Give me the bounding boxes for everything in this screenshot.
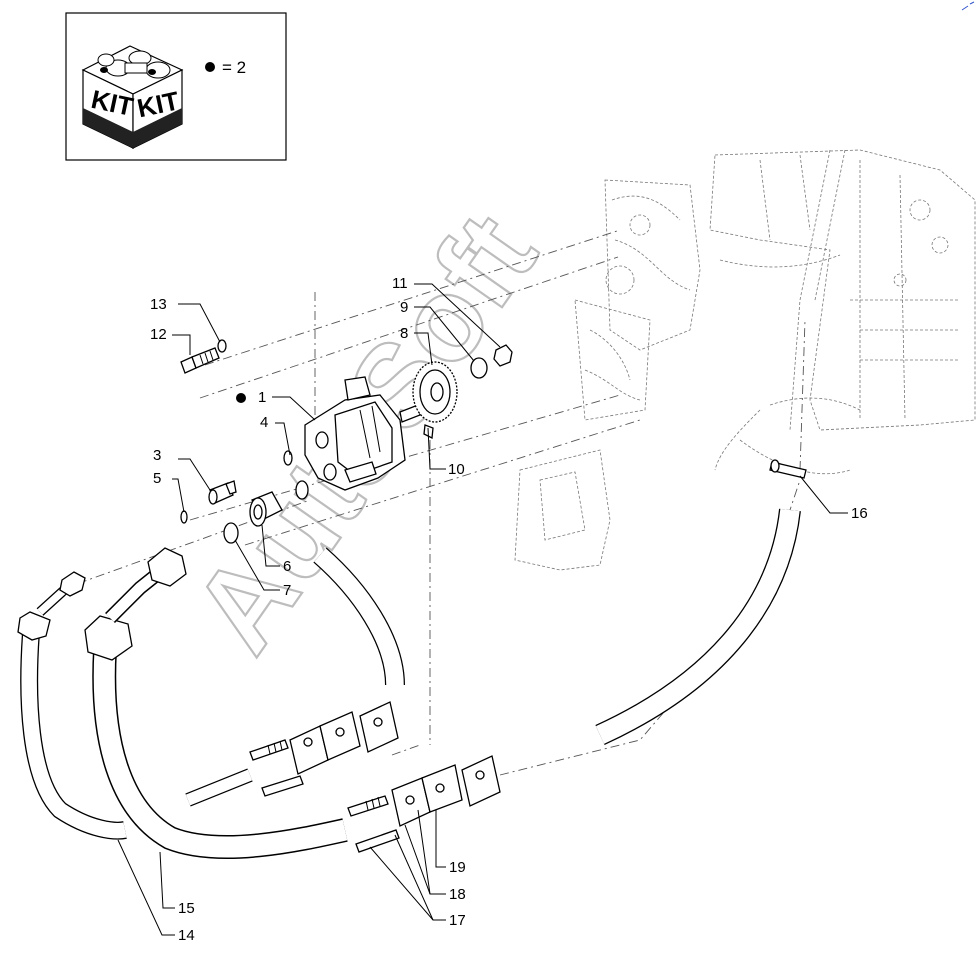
part-3-fitting <box>208 480 237 505</box>
hose-segment-lower <box>185 768 253 807</box>
callout-16: 16 <box>851 505 868 522</box>
callout-4: 4 <box>260 414 268 431</box>
callout-11: 11 <box>392 275 408 292</box>
part-4-oring <box>283 450 293 466</box>
legend-bullet-icon <box>205 62 215 72</box>
part-11-nut <box>493 344 513 367</box>
callout-18: 18 <box>449 886 466 903</box>
callout-15: 15 <box>178 900 195 917</box>
part-4-oring-b <box>295 480 309 500</box>
callout-7: 7 <box>283 582 291 599</box>
fittings-icon <box>97 50 171 79</box>
part-12-bolt <box>180 347 220 374</box>
part-6-adapter <box>249 491 283 527</box>
callout-9: 9 <box>400 299 408 316</box>
callout-19: 19 <box>449 859 466 876</box>
callout-14: 14 <box>178 927 195 944</box>
callout-5: 5 <box>153 470 161 487</box>
callout-6: 6 <box>283 558 291 575</box>
engine-housing-outline <box>514 149 976 571</box>
corner-mark <box>961 1 975 11</box>
part-15-hose <box>84 547 348 859</box>
callout-13: 13 <box>150 296 167 313</box>
clamp-group-upper <box>249 701 399 797</box>
callout-12: 12 <box>150 326 167 343</box>
part-7-oring <box>223 522 239 544</box>
callout-3: 3 <box>153 447 161 464</box>
callout-10: 10 <box>448 461 465 478</box>
part-1-pump <box>304 376 421 491</box>
hose-segment-mid <box>313 547 405 686</box>
callout-8: 8 <box>400 325 408 342</box>
callout-leaders <box>117 283 848 936</box>
callout-1: 1 <box>258 389 266 406</box>
clamp-group-lower <box>347 755 501 853</box>
callout-labels: 1 3 4 5 6 7 8 9 10 11 12 13 14 15 16 17 … <box>150 275 868 944</box>
part-9-washer <box>470 357 488 379</box>
part-16-hose <box>595 508 801 745</box>
part-8-gear <box>412 361 458 423</box>
part-13-washer <box>217 339 227 353</box>
kit-box-icon: KIT KIT <box>81 45 184 149</box>
callout-17: 17 <box>449 912 466 929</box>
legend-text: = 2 <box>222 58 246 77</box>
part-14-hose <box>17 571 127 840</box>
kit-marker-bullet-icon <box>236 393 246 403</box>
part-5-oring <box>180 510 188 524</box>
part-16-clamp <box>769 459 807 479</box>
kit-legend: KIT KIT = 2 <box>65 12 287 161</box>
